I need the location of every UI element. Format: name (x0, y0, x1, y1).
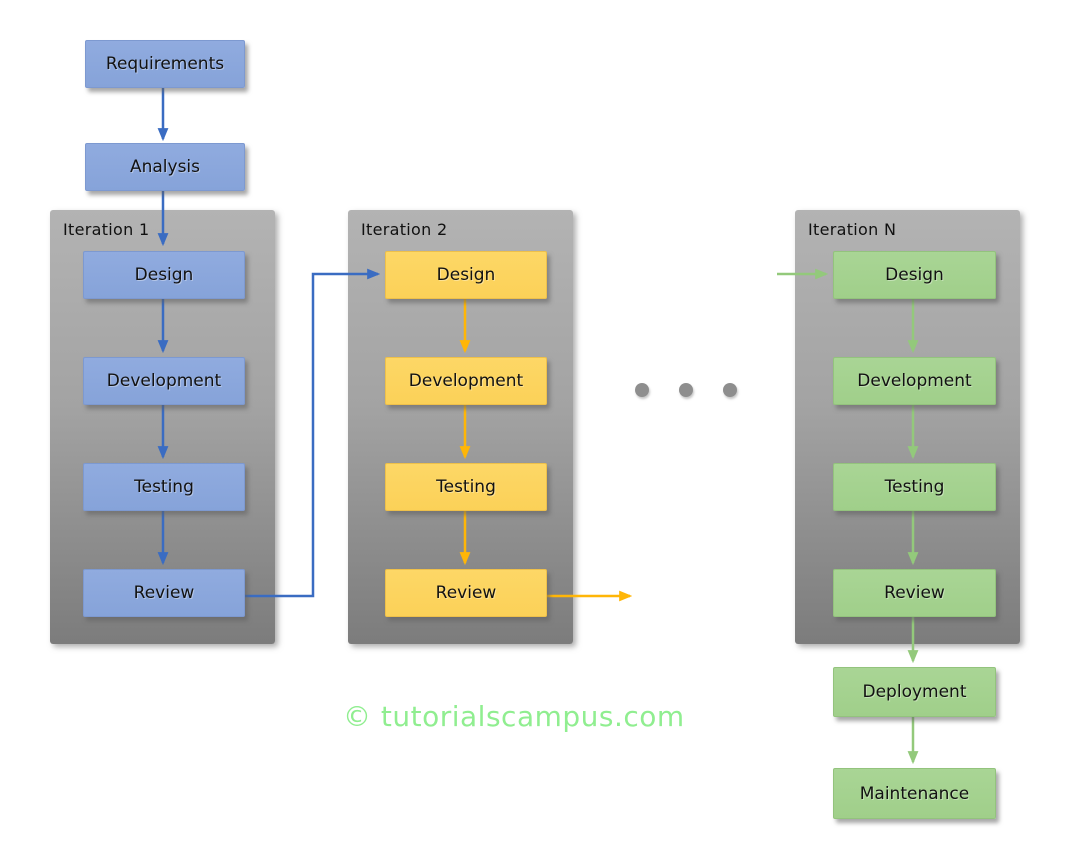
iteration-n-step-testing: Testing (833, 463, 996, 511)
iteration-2-step-review: Review (385, 569, 547, 617)
iteration-2-step-development: Development (385, 357, 547, 405)
iteration-1-step-testing: Testing (83, 463, 245, 511)
iteration-n-label: Iteration N (808, 220, 897, 239)
watermark: © tutorialscampus.com (343, 700, 685, 733)
node-maintenance: Maintenance (833, 768, 996, 819)
node-analysis: Analysis (85, 143, 245, 191)
ellipsis-dots-icon (635, 383, 737, 397)
iteration-1-step-design: Design (83, 251, 245, 299)
iteration-n-step-design: Design (833, 251, 996, 299)
iteration-n-step-review: Review (833, 569, 996, 617)
iteration-1-step-development: Development (83, 357, 245, 405)
iteration-2-step-testing: Testing (385, 463, 547, 511)
ellipsis-dot (723, 383, 737, 397)
node-requirements: Requirements (85, 40, 245, 88)
iteration-2-step-design: Design (385, 251, 547, 299)
ellipsis-dot (635, 383, 649, 397)
ellipsis-dot (679, 383, 693, 397)
node-deployment: Deployment (833, 667, 996, 717)
iteration-2-label: Iteration 2 (361, 220, 448, 239)
iteration-1-step-review: Review (83, 569, 245, 617)
iteration-n-step-development: Development (833, 357, 996, 405)
iteration-1-label: Iteration 1 (63, 220, 150, 239)
